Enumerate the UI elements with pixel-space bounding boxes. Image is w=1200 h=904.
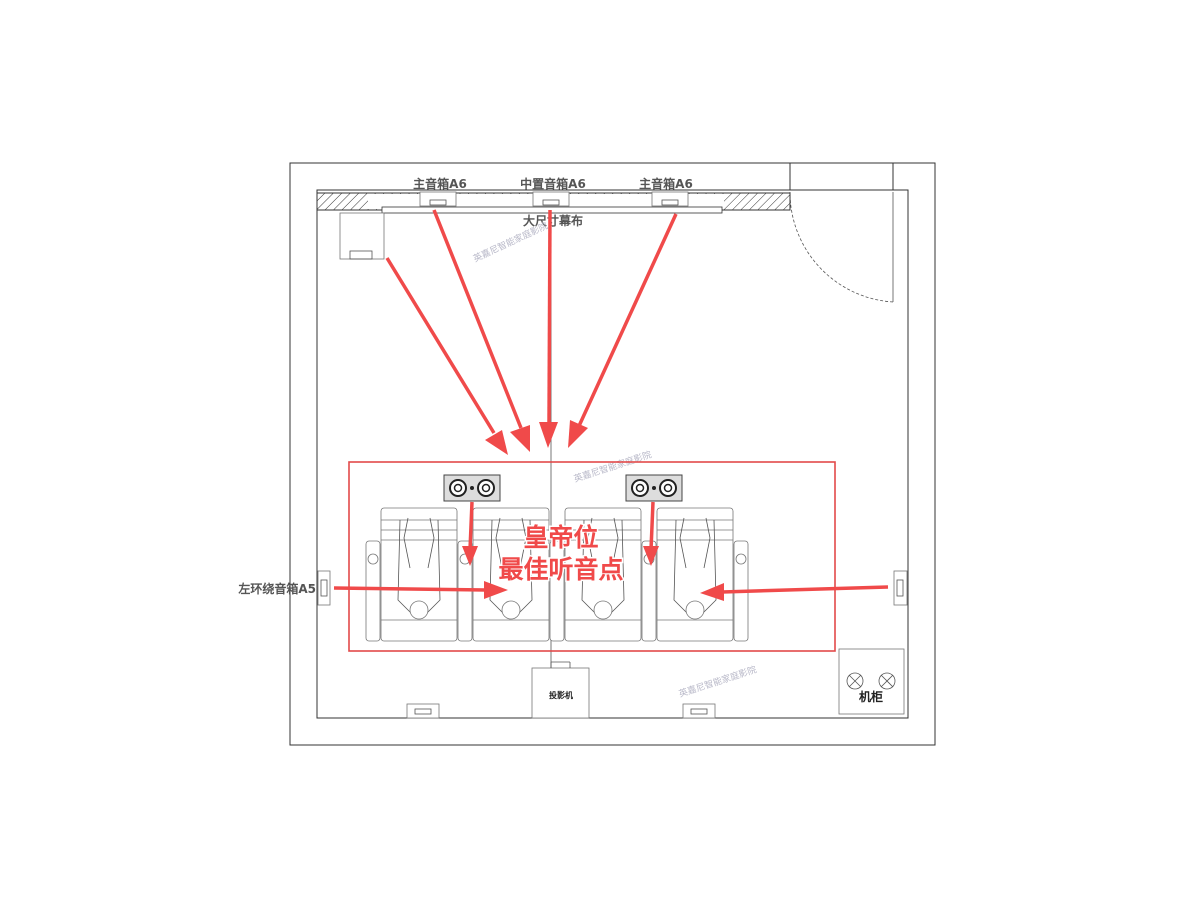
right-surround-speaker bbox=[893, 570, 908, 606]
sweet-spot-zone bbox=[348, 461, 836, 652]
projection-screen bbox=[381, 206, 723, 214]
equipment-cabinet: 机柜 bbox=[838, 648, 905, 715]
room-walls bbox=[289, 162, 936, 746]
armrest bbox=[641, 540, 657, 642]
arrow-left-surround bbox=[333, 581, 508, 599]
sweet-spot-title: 皇帝位 bbox=[523, 523, 598, 552]
armrest bbox=[549, 540, 565, 642]
left-surround-speaker bbox=[317, 570, 331, 606]
arrow-rear-right bbox=[643, 501, 659, 566]
watermark-3: 英嘉尼智能家庭影院 bbox=[677, 663, 758, 699]
outer-wall bbox=[289, 162, 936, 746]
arrow-rear-left bbox=[462, 501, 478, 566]
label-front-left-speaker: 主音箱A6 bbox=[413, 176, 467, 191]
seat-1 bbox=[380, 507, 458, 642]
label-cabinet: 机柜 bbox=[859, 689, 883, 704]
armrest bbox=[365, 540, 381, 642]
label-projector: 投影机 bbox=[549, 690, 573, 700]
label-center-speaker: 中置音箱A6 bbox=[520, 176, 586, 191]
arrow-front-left bbox=[432, 209, 530, 452]
sound-direction-arrows bbox=[333, 209, 889, 601]
arrow-front-right bbox=[568, 213, 678, 448]
rear-wall-speaker-left bbox=[406, 703, 440, 719]
label-screen: 大尺寸幕布 bbox=[523, 213, 583, 228]
front-right-speaker bbox=[651, 191, 689, 207]
arrow-right-surround bbox=[700, 583, 889, 601]
rear-speaker-right bbox=[625, 474, 683, 502]
seat-3 bbox=[564, 507, 642, 642]
projector: 投影机 bbox=[531, 661, 590, 719]
seat-2 bbox=[472, 507, 550, 642]
arrow-subwoofer bbox=[385, 257, 508, 455]
rear-wall-speaker-right bbox=[682, 703, 716, 719]
label-left-surround: 左环绕音箱A5 bbox=[237, 581, 316, 596]
center-speaker bbox=[532, 191, 570, 207]
door-opening bbox=[791, 164, 892, 189]
door-swing-arc bbox=[789, 191, 894, 303]
inner-wall bbox=[316, 189, 909, 719]
subwoofer bbox=[339, 212, 385, 260]
arrow-center bbox=[539, 209, 558, 448]
seating-row bbox=[365, 507, 749, 642]
rear-speaker-left bbox=[443, 474, 501, 502]
seat-4 bbox=[656, 507, 734, 642]
front-left-speaker bbox=[419, 191, 457, 207]
sweet-spot-subtitle: 最佳听音点 bbox=[498, 555, 623, 584]
label-front-right-speaker: 主音箱A6 bbox=[639, 176, 693, 191]
watermark-1: 英嘉尼智能家庭影院 bbox=[471, 220, 549, 265]
